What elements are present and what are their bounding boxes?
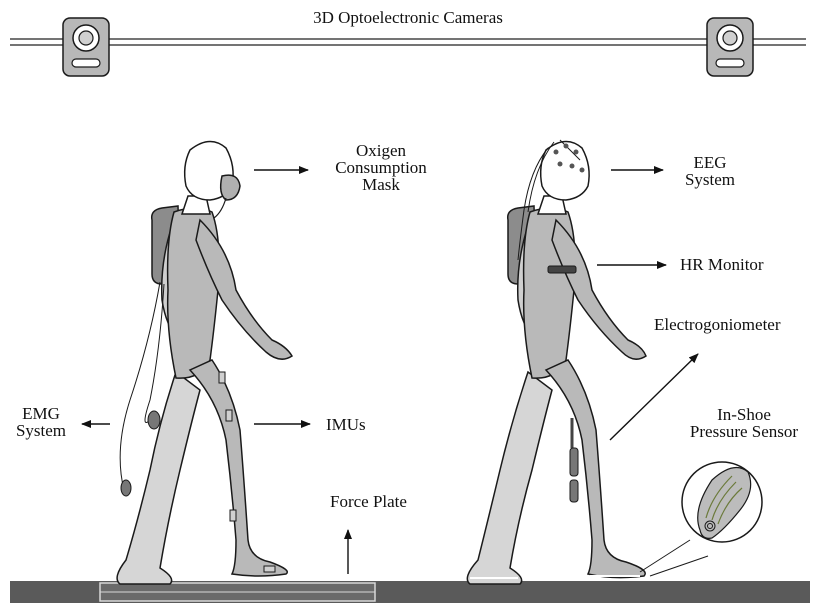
figure-left	[117, 141, 292, 584]
eeg-electrode	[558, 162, 563, 167]
imu-sensor	[264, 566, 275, 572]
camera-icon	[63, 18, 109, 76]
hr-strap	[548, 266, 576, 273]
label-oxigen-mask: Oxigen Consumption Mask	[311, 142, 451, 193]
imu-sensor	[230, 510, 236, 521]
label-in-shoe-pressure-sensor: In-Shoe Pressure Sensor	[672, 406, 816, 440]
emg-sensor	[121, 480, 131, 496]
figure-right	[467, 140, 646, 584]
eeg-electrode	[554, 150, 559, 155]
oxigen-mask	[221, 175, 240, 200]
electrogoniometer-sensor	[570, 448, 578, 476]
imu-sensor	[219, 372, 225, 383]
label-hr-monitor: HR Monitor	[680, 256, 764, 273]
emg-sensor	[148, 411, 160, 429]
eeg-electrode	[570, 164, 575, 169]
eeg-electrode	[574, 150, 579, 155]
imu-sensor	[226, 410, 232, 421]
eeg-electrode	[564, 144, 569, 149]
label-force-plate: Force Plate	[330, 493, 407, 510]
label-electrogoniometer: Electrogoniometer	[654, 316, 781, 333]
camera-icon	[707, 18, 753, 76]
insole-icon	[640, 462, 762, 576]
page-title: 3D Optoelectronic Cameras	[258, 9, 558, 26]
label-emg-system: EMG System	[4, 405, 78, 439]
eeg-electrode	[580, 168, 585, 173]
label-imus: IMUs	[326, 416, 366, 433]
label-eeg-system: EEG System	[670, 154, 750, 188]
camera-rail	[10, 39, 806, 45]
